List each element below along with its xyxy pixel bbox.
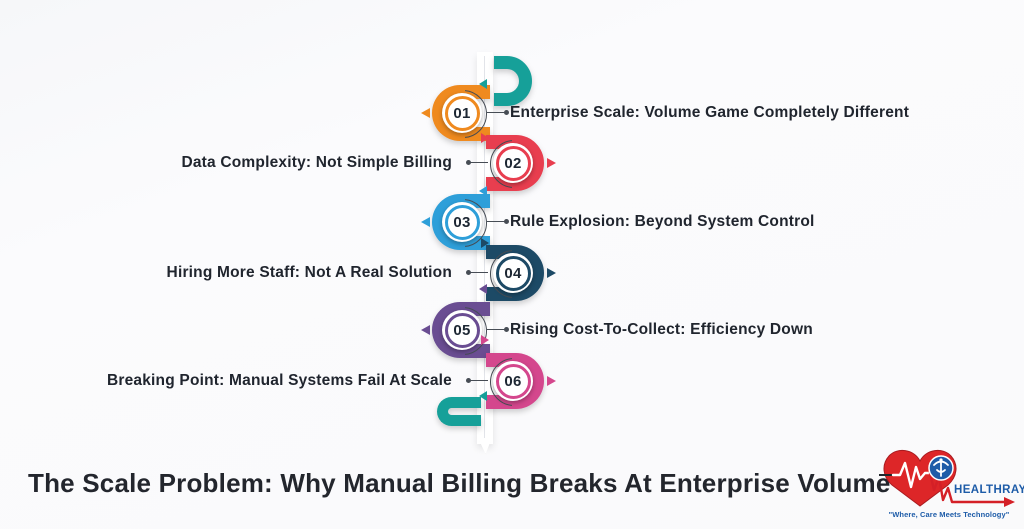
item-04-connector-line — [466, 269, 488, 275]
item-04-label: Hiring More Staff: Not A Real Solution — [166, 264, 452, 281]
item-02-label: Data Complexity: Not Simple Billing — [181, 154, 452, 171]
item-02-hook-shape — [486, 135, 544, 191]
logo-tagline: "Where, Care Meets Technology" — [888, 510, 1010, 519]
timeline-item-02: 02 Data Complexity: Not Simple Billing — [0, 135, 1024, 191]
healthray-logo-graphic — [879, 449, 1015, 507]
ekg-line-white — [891, 461, 932, 489]
item-06-number-badge: 06 — [493, 361, 533, 401]
item-05-label: Rising Cost-To-Collect: Efficiency Down — [510, 321, 813, 338]
item-01-number: 01 — [453, 104, 471, 122]
item-06-connector-line — [466, 377, 488, 383]
junction-arrow-right-icon — [481, 133, 489, 143]
item-03-connector-line — [487, 218, 509, 224]
item-02-connector-line — [466, 159, 488, 165]
item-02-number-badge: 02 — [493, 143, 533, 183]
page-title: The Scale Problem: Why Manual Billing Br… — [28, 468, 891, 498]
item-04-number-badge: 04 — [493, 253, 533, 293]
item-01-connector-line — [487, 109, 509, 115]
item-06-label: Breaking Point: Manual Systems Fail At S… — [106, 372, 452, 389]
timeline-item-04: 04 Hiring More Staff: Not A Real Solutio… — [0, 245, 1024, 301]
timeline-item-06: 06 Breaking Point: Manual Systems Fail A… — [0, 353, 1024, 409]
item-05-number-badge: 05 — [442, 310, 482, 350]
timeline-item-01: 01 Enterprise Scale: Volume Game Complet… — [0, 85, 1024, 141]
item-03-arrow-icon — [421, 217, 430, 227]
item-01-arrow-icon — [421, 108, 430, 118]
item-03-number-badge: 03 — [442, 202, 482, 242]
junction-arrow-left-icon — [479, 186, 487, 196]
item-05-connector-line — [487, 326, 509, 332]
item-06-number: 06 — [504, 372, 522, 390]
timeline-spine-tail — [479, 440, 491, 454]
timeline-item-03: 03 Rule Explosion: Beyond System Control — [0, 194, 1024, 250]
item-03-number: 03 — [453, 213, 471, 231]
ekg-arrowhead-icon — [1004, 497, 1015, 507]
junction-arrow-left-icon — [479, 79, 487, 89]
healthray-logo: HEALTHRAY "Where, Care Meets Technology" — [878, 444, 1024, 528]
caduceus-head — [939, 458, 943, 462]
item-01-hook-shape — [432, 85, 490, 141]
junction-arrow-right-icon — [481, 238, 489, 248]
item-04-arrow-icon — [547, 268, 556, 278]
item-02-arrow-icon — [547, 158, 556, 168]
item-05-arrow-icon — [421, 325, 430, 335]
junction-arrow-left-icon — [479, 391, 487, 401]
item-05-number: 05 — [453, 321, 471, 339]
item-04-number: 04 — [504, 264, 522, 282]
logo-brand-name: HEALTHRAY — [954, 484, 1024, 496]
item-01-label: Enterprise Scale: Volume Game Completely… — [510, 104, 910, 121]
junction-arrow-left-icon — [479, 284, 487, 294]
timeline-item-05: 05 Rising Cost-To-Collect: Efficiency Do… — [0, 302, 1024, 358]
timeline-end-hook — [437, 397, 481, 426]
item-02-number: 02 — [504, 154, 522, 172]
item-03-label: Rule Explosion: Beyond System Control — [510, 213, 815, 230]
item-01-number-badge: 01 — [442, 93, 482, 133]
item-06-arrow-icon — [547, 376, 556, 386]
ekg-line-red — [928, 471, 1006, 504]
junction-arrow-right-icon — [481, 335, 489, 345]
